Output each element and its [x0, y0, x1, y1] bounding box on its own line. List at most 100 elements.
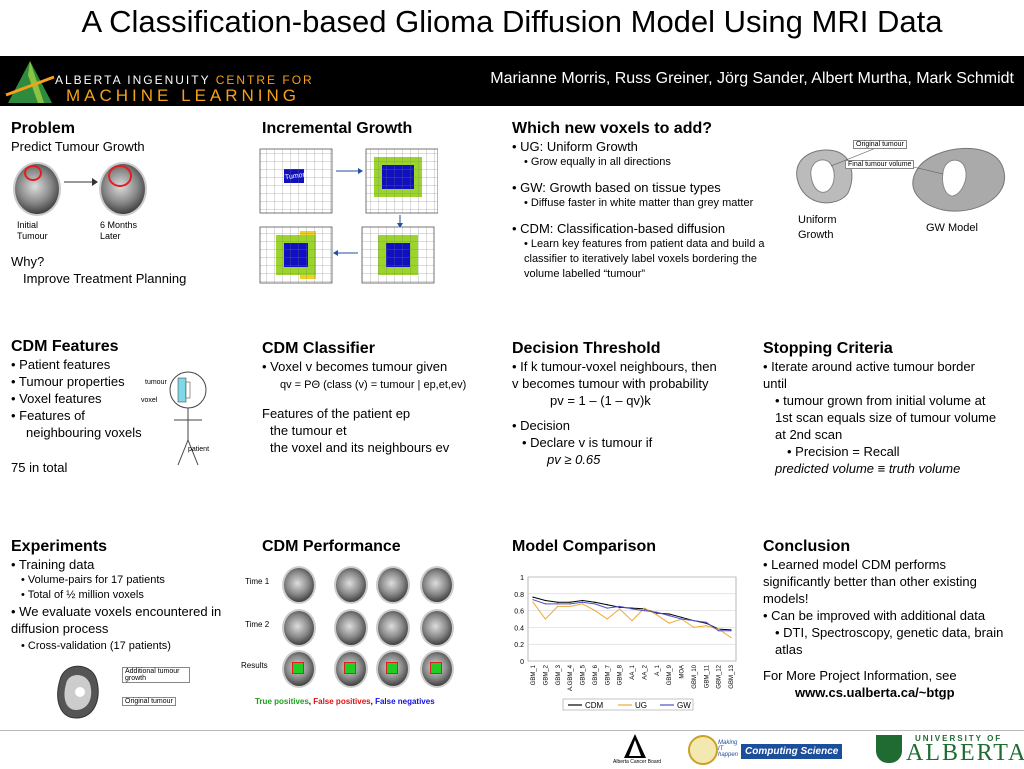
- data-point: [730, 636, 732, 639]
- x-tick-label: A.GBM_4: [568, 664, 574, 691]
- gw-item: • GW: Growth based on tissue types: [512, 180, 721, 195]
- project-url[interactable]: www.cs.ualberta.ca/~btgp: [795, 685, 955, 700]
- exp-line2: • Volume-pairs for 17 patients: [21, 574, 165, 586]
- x-tick-label: GBM_2: [543, 664, 549, 685]
- conclusion-line3: • DTI, Spectroscopy, genetic data, brain…: [775, 625, 1004, 657]
- feature-item: • Features of: [11, 408, 85, 423]
- data-point: [718, 630, 720, 632]
- data-point: [569, 605, 571, 607]
- data-point: [581, 601, 584, 603]
- tumour-outline: [108, 165, 132, 187]
- data-point: [643, 610, 645, 612]
- tumour-outline: [24, 165, 42, 181]
- data-point: [532, 599, 534, 601]
- problem-heading: Problem: [11, 120, 76, 137]
- mri-thumbnail: [420, 566, 454, 604]
- y-tick-label: 0: [520, 659, 524, 666]
- threshold-decision: • Decision: [512, 418, 571, 433]
- data-point: [557, 605, 559, 607]
- threshold-line2: v becomes tumour with probability: [512, 376, 709, 391]
- arrow-icon: [64, 178, 98, 186]
- data-point: [693, 626, 695, 628]
- poster-title: A Classification-based Glioma Diffusion …: [81, 4, 943, 39]
- legend-label: GW: [677, 701, 691, 710]
- exp-line3: • Total of ½ million voxels: [21, 589, 144, 601]
- row-label-time2: Time 2: [245, 620, 270, 629]
- fig-additional-growth: Additional tumour growth: [122, 667, 190, 683]
- x-tick-label: A_1: [655, 664, 661, 675]
- data-point: [619, 608, 621, 610]
- stopping-line2: • tumour grown from initial volume at 1s…: [775, 393, 997, 442]
- x-tick-label: MOA: [680, 665, 686, 679]
- classifier-section: CDM Classifier • Voxel v becomes tumour …: [262, 340, 492, 456]
- legend-sep: ,: [308, 697, 314, 706]
- mri-thumbnail: [376, 566, 410, 604]
- patient-stick-figure: [169, 371, 207, 466]
- incremental-growth-diagram: [259, 148, 438, 284]
- y-tick-label: 0.4: [514, 625, 524, 632]
- stopping-line3: • Precision = Recall: [787, 444, 900, 459]
- data-point: [594, 610, 596, 612]
- mri-thumbnail: [376, 609, 410, 647]
- comparison-section: Model Comparison: [512, 538, 656, 556]
- incremental-heading: Incremental Growth: [262, 120, 413, 137]
- why-answer: Improve Treatment Planning: [23, 271, 187, 286]
- why-label: Why?: [11, 254, 45, 269]
- threshold-line1: • If k tumour-voxel neighbours, then: [512, 359, 717, 374]
- legend-label: UG: [635, 701, 647, 710]
- data-point: [668, 613, 670, 615]
- exp-line4: • We evaluate voxels encountered in diff…: [11, 604, 222, 636]
- data-point: [532, 596, 534, 598]
- performance-legend: True positives, False positives, False n…: [255, 697, 435, 706]
- fig-tumour-label: tumour: [145, 379, 167, 386]
- fig-final-volume: Final tumour volume: [845, 160, 915, 169]
- result-overlay: [430, 662, 442, 674]
- x-tick-label: GBM_8: [618, 664, 624, 685]
- footer: [0, 730, 1024, 769]
- ua-big-text: ALBERTA: [906, 740, 1024, 766]
- stopping-line1: • Iterate around active tumour border un…: [763, 359, 975, 391]
- crest-logo-icon: [688, 735, 718, 765]
- org-name-line2: MACHINE LEARNING: [66, 86, 301, 105]
- classifier-formula: qv = PΘ (class (v) = tumour | ep,et,ev): [280, 379, 467, 391]
- data-point: [581, 603, 584, 605]
- acb-label: Alberta Cancer Board: [613, 759, 662, 765]
- data-point: [594, 603, 596, 605]
- legend-label: CDM: [585, 701, 604, 710]
- threshold-declare: • Declare v is tumour if: [522, 435, 653, 450]
- caption-initial: Initial Tumour: [17, 220, 48, 241]
- data-point: [544, 599, 546, 602]
- conclusion-line1: • Learned model CDM performs significant…: [763, 557, 977, 606]
- data-point: [581, 599, 584, 602]
- authors: Marianne Morris, Russ Greiner, Jörg Sand…: [490, 70, 1014, 87]
- data-point: [668, 615, 670, 617]
- data-point: [668, 622, 670, 624]
- data-point: [631, 620, 633, 622]
- classifier-line1: • Voxel v becomes tumour given: [262, 359, 448, 374]
- data-point: [705, 621, 707, 623]
- features-patient: Features of the patient ep: [262, 406, 411, 421]
- data-point: [594, 601, 596, 603]
- computing-science-badge: Computing Science: [741, 744, 843, 759]
- ug-sub: • Grow equally in all directions: [524, 156, 671, 168]
- data-point: [606, 607, 608, 609]
- legend-false-positives: False positives: [313, 697, 371, 706]
- x-tick-label: GBM_12: [717, 664, 723, 688]
- mri-thumbnail: [282, 566, 316, 604]
- which-heading: Which new voxels to add?: [512, 120, 713, 137]
- amii-logo-icon: [5, 61, 55, 103]
- experiments-section: Experiments • Training data • Volume-pai…: [11, 538, 241, 654]
- data-point: [557, 603, 559, 605]
- result-overlay: [292, 662, 304, 674]
- row-label-time1: Time 1: [245, 577, 270, 586]
- making-it-happen: Making IT happen: [718, 740, 739, 758]
- data-point: [532, 601, 534, 603]
- performance-section: CDM Performance: [262, 538, 401, 556]
- feature-item: • Patient features: [11, 357, 111, 372]
- y-tick-label: 0.2: [514, 642, 524, 649]
- legend-sep: ,: [370, 697, 376, 706]
- data-point: [730, 630, 732, 632]
- row-label-results: Results: [241, 661, 268, 670]
- header-banner: [0, 56, 1024, 106]
